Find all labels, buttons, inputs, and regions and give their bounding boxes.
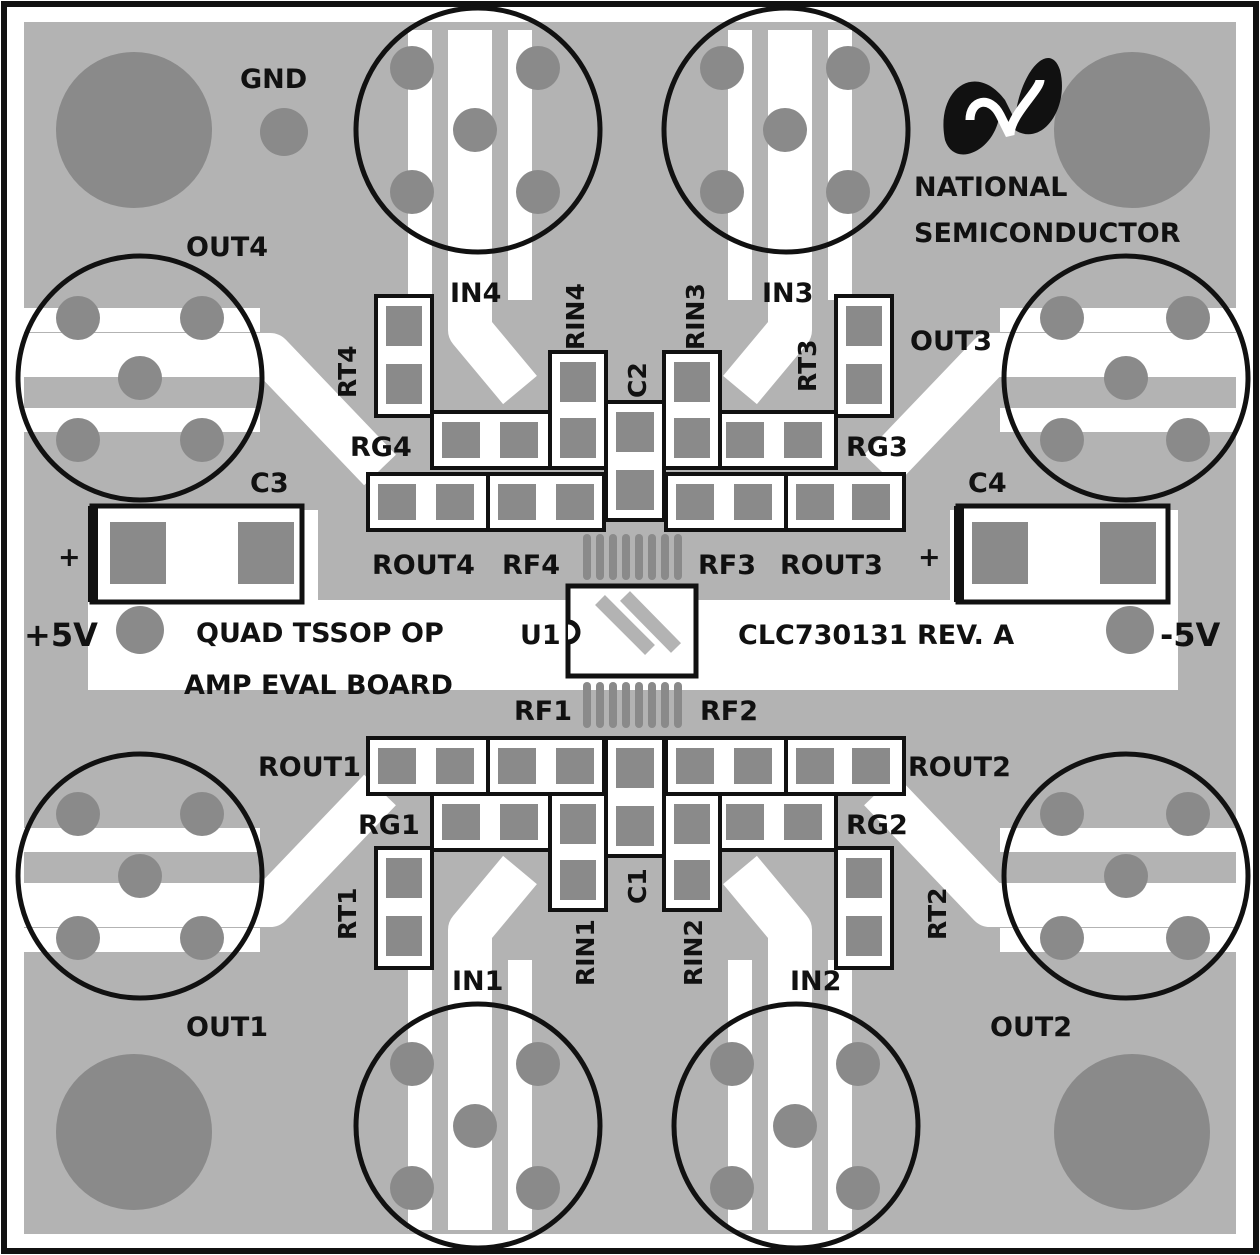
gnd-test-point	[260, 108, 308, 156]
out3-label: OUT3	[910, 326, 992, 357]
out1-label: OUT1	[186, 1012, 268, 1043]
sma-connector-out3	[1001, 253, 1251, 503]
rf2-label: RF2	[700, 696, 758, 727]
sma-connector-in4	[353, 5, 603, 255]
sma-connector-in1	[353, 1001, 603, 1251]
neg-supply-label: -5V	[1160, 616, 1221, 654]
in4-label: IN4	[450, 278, 501, 309]
rout2-label: ROUT2	[908, 752, 1011, 783]
in3-label: IN3	[762, 278, 813, 309]
mounting-hole-top-left	[56, 52, 212, 208]
sma-connector-in3	[661, 5, 911, 255]
sma-connector-out4	[15, 253, 265, 503]
c4-label: C4	[968, 468, 1007, 499]
sma-connector-out1	[15, 751, 265, 1001]
board-title-line1: QUAD TSSOP OP	[196, 618, 444, 649]
pos-supply-label: +5V	[24, 616, 98, 654]
neg-supply-test-point	[1106, 606, 1154, 654]
rin4-label: RIN4	[561, 283, 590, 350]
c4-plus-label: +	[918, 542, 941, 573]
c1-label: C1	[623, 868, 652, 904]
rt2-label: RT2	[923, 887, 952, 940]
u1-label: U1	[520, 620, 561, 651]
rout1-label: ROUT1	[258, 752, 361, 783]
rf1-label: RF1	[514, 696, 572, 727]
in2-label: IN2	[790, 966, 841, 997]
rin1-label: RIN1	[571, 919, 600, 986]
rout3-label: ROUT3	[780, 550, 883, 581]
resistor-footprints-top	[366, 294, 906, 532]
pos-supply-test-point	[116, 606, 164, 654]
national-semiconductor-logo	[943, 58, 1062, 155]
logo-line1: NATIONAL	[914, 172, 1068, 203]
board-title-line2: AMP EVAL BOARD	[184, 670, 453, 701]
out4-label: OUT4	[186, 232, 268, 263]
sma-connector-out2	[1001, 751, 1251, 1001]
gnd-label: GND	[240, 64, 307, 95]
capacitor-c3	[88, 503, 305, 605]
u1-tssop-package	[565, 534, 699, 728]
rin3-label: RIN3	[681, 283, 710, 350]
out2-label: OUT2	[990, 1012, 1072, 1043]
rg2-label: RG2	[846, 810, 908, 841]
rg3-label: RG3	[846, 432, 908, 463]
mounting-hole-bottom-right	[1054, 1054, 1210, 1210]
c3-plus-label: +	[58, 542, 81, 573]
resistor-footprints-bottom	[366, 736, 906, 970]
rt4-label: RT4	[333, 345, 362, 398]
logo-line2: SEMICONDUCTOR	[914, 218, 1181, 249]
rout4-label: ROUT4	[372, 550, 475, 581]
capacitor-c4	[954, 503, 1171, 605]
mounting-hole-bottom-left	[56, 1054, 212, 1210]
rg1-label: RG1	[358, 810, 420, 841]
rt3-label: RT3	[793, 339, 822, 392]
rf4-label: RF4	[502, 550, 560, 581]
rg4-label: RG4	[350, 432, 412, 463]
rt1-label: RT1	[333, 887, 362, 940]
c2-label: C2	[623, 362, 652, 398]
sma-connector-in2	[671, 1001, 921, 1251]
rf3-label: RF3	[698, 550, 756, 581]
rin2-label: RIN2	[679, 919, 708, 986]
c3-label: C3	[250, 468, 289, 499]
part-number-label: CLC730131 REV. A	[738, 620, 1014, 651]
in1-label: IN1	[452, 966, 503, 997]
mounting-hole-top-right	[1054, 52, 1210, 208]
